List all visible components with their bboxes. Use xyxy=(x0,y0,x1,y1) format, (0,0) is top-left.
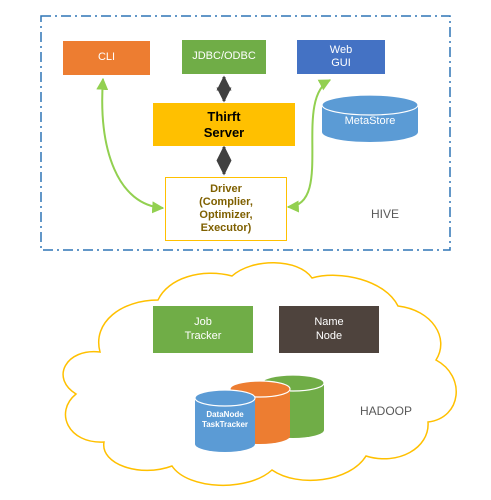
name-node-label: Name Node xyxy=(314,316,344,342)
job-tracker-box: Job Tracker xyxy=(153,306,253,353)
hadoop-label: HADOOP xyxy=(360,404,413,418)
arrow-webgui-driver xyxy=(286,79,332,213)
driver-label: Driver (Complier, Optimizer, Executor) xyxy=(199,182,253,235)
datanode-label: DataNode TaskTracker xyxy=(201,410,249,429)
datanode-cylinder-blue xyxy=(194,389,256,452)
thrift-server-label: Thirft Server xyxy=(203,108,245,140)
hadoop-cloud xyxy=(62,262,457,486)
job-tracker-label: Job Tracker xyxy=(184,316,222,342)
metastore-label: MetaStore xyxy=(344,115,396,127)
web-gui-label: Web GUI xyxy=(329,43,353,69)
driver-box: Driver (Complier, Optimizer, Executor) xyxy=(165,177,287,241)
hive-label: HIVE xyxy=(371,207,400,221)
arrow-cli-driver xyxy=(96,77,165,214)
metastore-cylinder xyxy=(321,94,419,142)
cli-box: CLI xyxy=(63,41,150,75)
cli-label: CLI xyxy=(97,51,116,64)
jdbc-odbc-label: JDBC/ODBC xyxy=(192,50,256,63)
name-node-box: Name Node xyxy=(279,306,379,353)
web-gui-box: Web GUI xyxy=(297,40,385,74)
hive-boundary xyxy=(40,15,451,251)
thrift-server-box: Thirft Server xyxy=(153,103,295,146)
jdbc-odbc-box: JDBC/ODBC xyxy=(182,40,266,74)
